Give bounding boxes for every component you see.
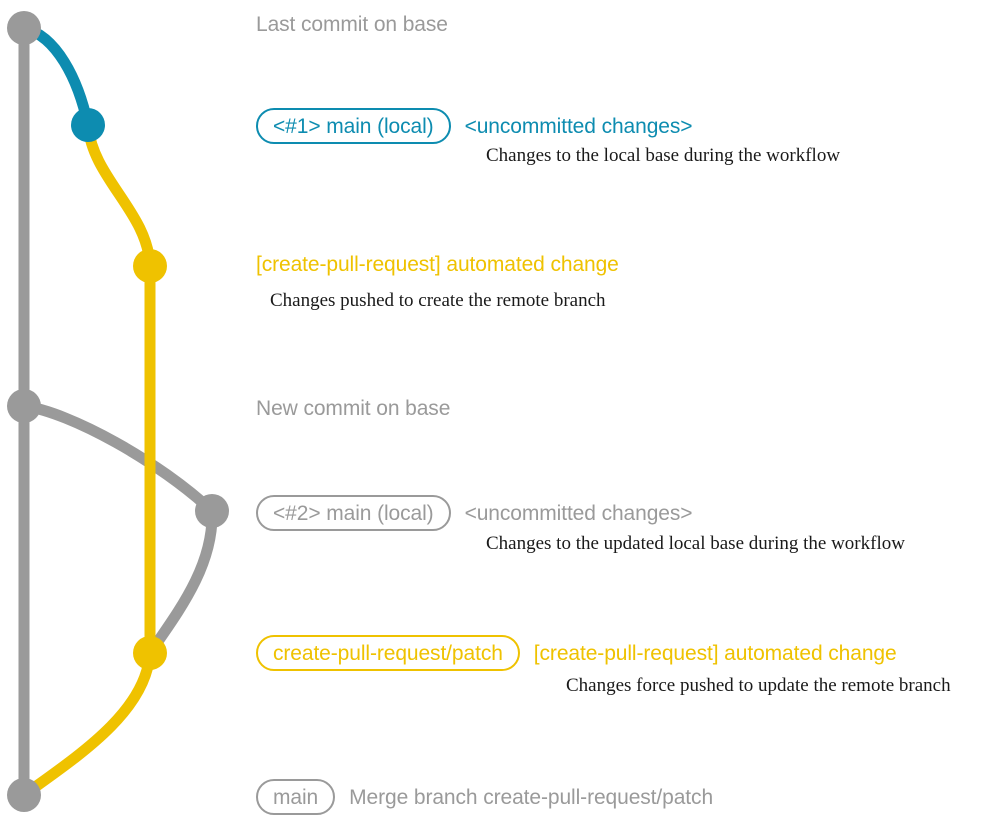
commit-node-base-last — [7, 11, 41, 45]
commit-headline: New commit on base — [256, 397, 451, 420]
commit-headline: Merge branch create-pull-request/patch — [349, 785, 714, 809]
graph-edges — [18, 22, 218, 801]
commit-headline: <uncommitted changes> — [464, 501, 693, 525]
commit-row-patch-automated-change-1: [create-pull-request] automated change — [256, 254, 619, 275]
edge-base-to-local2 — [18, 400, 218, 517]
commit-node-patch-1 — [133, 249, 167, 283]
ref-pill-main-local-1[interactable]: <#1> main (local) — [256, 108, 451, 144]
commit-headline: [create-pull-request] automated change — [256, 253, 619, 276]
commit-node-base-new — [7, 389, 41, 423]
commit-node-base-merge — [7, 778, 41, 812]
edge-local2-to-patch2 — [144, 505, 218, 659]
ref-pill-main[interactable]: main — [256, 779, 336, 815]
commit-description: Changes force pushed to update the remot… — [566, 675, 951, 696]
commit-row-new-commit-on-base: New commit on base — [256, 398, 450, 419]
commit-row-patch-automated-change-2: create-pull-request/patch [create-pull-r… — [256, 635, 897, 671]
commit-description: Changes pushed to create the remote bran… — [270, 290, 606, 311]
commit-headline: <uncommitted changes> — [464, 114, 693, 138]
edge-base-to-local1 — [18, 22, 94, 131]
commit-row-last-commit-on-base: Last commit on base — [256, 14, 448, 35]
commit-node-local-1 — [71, 108, 105, 142]
commit-node-local-2 — [195, 494, 229, 528]
commit-headline: [create-pull-request] automated change — [533, 641, 897, 665]
commit-row-local-uncommitted-2: <#2> main (local) <uncommitted changes> — [256, 495, 693, 531]
edge-patch2-to-merge — [18, 647, 156, 801]
ref-pill-create-pull-request-patch[interactable]: create-pull-request/patch — [256, 635, 520, 671]
commit-row-local-uncommitted-1: <#1> main (local) <uncommitted changes> — [256, 108, 693, 144]
ref-pill-main-local-2[interactable]: <#2> main (local) — [256, 495, 451, 531]
commit-description: Changes to the local base during the wor… — [486, 145, 841, 166]
graph-nodes — [7, 11, 229, 812]
commit-description: Changes to the updated local base during… — [486, 533, 905, 554]
commit-headline: Last commit on base — [256, 13, 448, 36]
edge-local1-to-patch1 — [82, 119, 156, 272]
commit-row-merge-commit: main Merge branch create-pull-request/pa… — [256, 779, 713, 815]
commit-node-patch-2 — [133, 636, 167, 670]
